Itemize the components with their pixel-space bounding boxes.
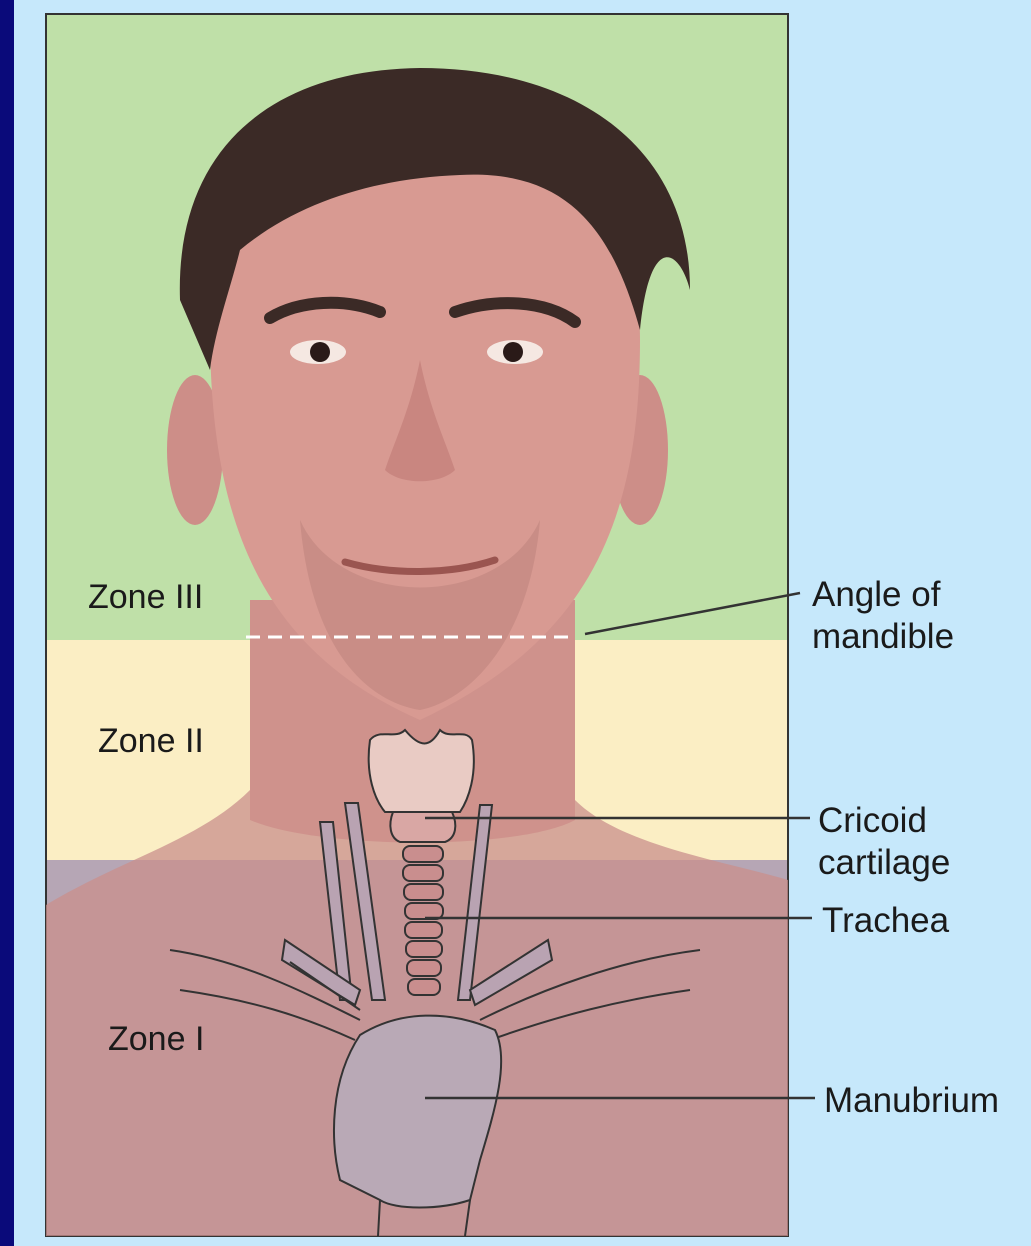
label-trachea-line1: Trachea — [822, 900, 949, 942]
label-manubrium-line1: Manubrium — [824, 1080, 999, 1122]
label-angle-of-mandible-line1: Angle of — [812, 574, 954, 616]
label-cricoid-line2: cartilage — [818, 842, 950, 884]
label-cricoid-line1: Cricoid — [818, 800, 950, 842]
label-angle-of-mandible-line2: mandible — [812, 616, 954, 658]
label-angle-of-mandible: Angle of mandible — [812, 574, 954, 658]
label-trachea: Trachea — [822, 900, 949, 942]
manubrium-icon — [334, 1016, 501, 1208]
label-cricoid-cartilage: Cricoid cartilage — [818, 800, 950, 884]
cricoid-icon — [390, 812, 455, 842]
label-manubrium: Manubrium — [824, 1080, 999, 1122]
zone-I-label: Zone I — [108, 1020, 204, 1059]
zone-II-label: Zone II — [98, 722, 204, 761]
zone-III-label: Zone III — [88, 578, 203, 617]
larynx-icon — [369, 730, 474, 812]
